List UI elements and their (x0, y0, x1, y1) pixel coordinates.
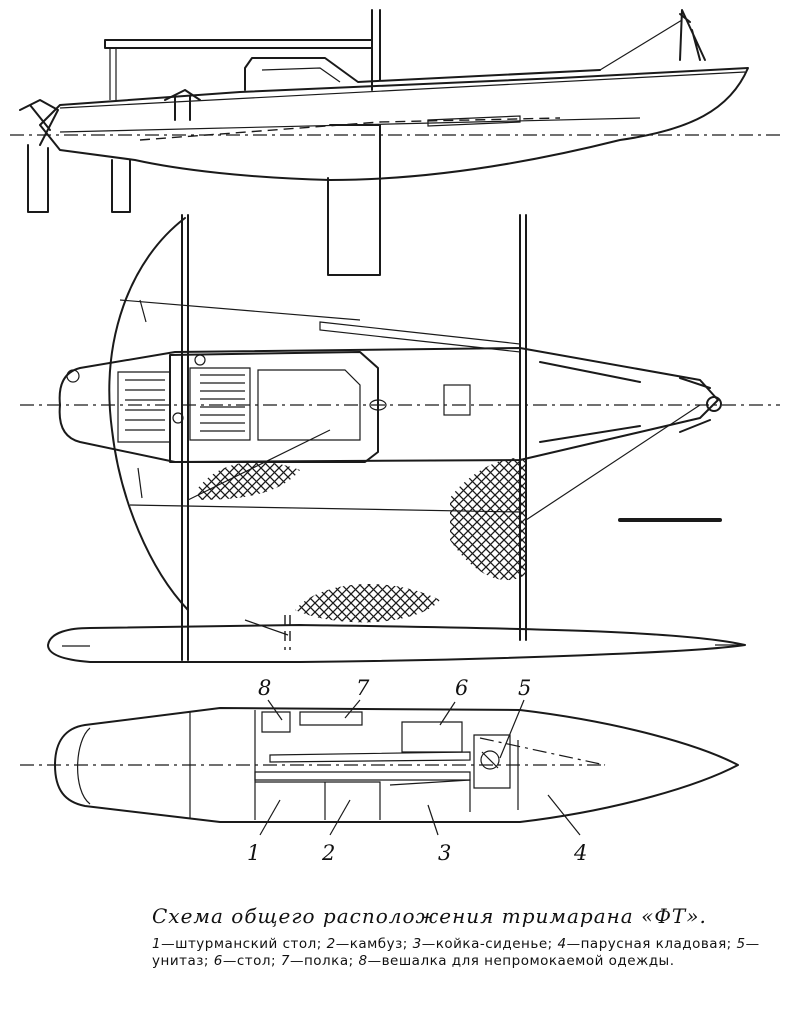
legend-item: 3—койка-сиденье; (412, 936, 553, 952)
legend-item: 5—унитаз; (152, 936, 760, 969)
callout-label-3: 3 (438, 841, 451, 865)
legend-item: 6—стол; (213, 953, 277, 969)
interior-layout-view: 1 2 3 4 5 6 7 8 (20, 676, 739, 865)
callout-label-6: 6 (455, 676, 468, 700)
legend-item: 8—вешалка для непромокаемой одежды. (358, 953, 675, 969)
trimaran-general-arrangement-drawing: 1 2 3 4 5 6 7 8 (10, 9, 780, 865)
callout-label-1: 1 (247, 841, 260, 865)
caption-title: Схема общего расположения тримарана «ФТ»… (152, 904, 707, 928)
callout-label-4: 4 (573, 841, 587, 865)
callout-label-2: 2 (321, 841, 335, 865)
callout-label-5: 5 (518, 676, 531, 700)
legend-item: 2—камбуз; (326, 936, 408, 952)
plan-view (20, 214, 780, 663)
legend-item: 7—полка; (280, 953, 354, 969)
callout-label-7: 7 (356, 676, 370, 700)
caption-legend: 1—штурманский стол; 2—камбуз; 3—койка-си… (152, 936, 780, 970)
legend-item: 4—парусная кладовая; (557, 936, 732, 952)
side-elevation-view (10, 9, 780, 276)
figure-caption: Схема общего расположения тримарана «ФТ»… (152, 904, 792, 970)
netting-hatch-area (198, 461, 300, 500)
legend-item: 1—штурманский стол; (152, 936, 322, 952)
callout-label-8: 8 (258, 676, 271, 700)
